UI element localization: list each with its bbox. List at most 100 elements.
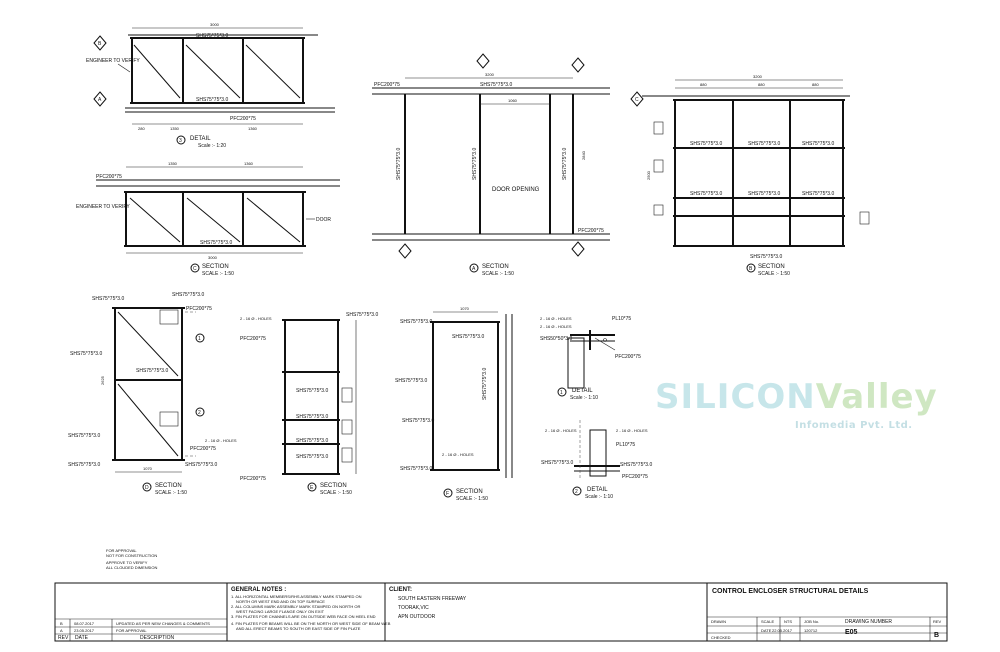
view-title: SECTION	[320, 483, 347, 489]
note-bolts: 2 - 16 Ø - HOLES	[205, 438, 237, 443]
detail-1-view: 2 - 16 Ø - HOLES 2 - 16 Ø - HOLES PL10*7…	[540, 316, 641, 401]
note-bolts: 2 - 16 Ø - HOLES	[240, 316, 272, 321]
view-title: SECTION	[482, 264, 509, 270]
title-block: B 08.07.2017 UPDATED AS PER NEW CHANGES …	[54, 582, 948, 642]
member-label: SHS75*75*3.0	[92, 296, 124, 302]
dim-2500: 2500	[646, 170, 651, 180]
view-scale: SCALE :- 1:50	[482, 271, 514, 277]
section-d-view: 1070 2625 SHS75*75*3.0 SHS75*75*3.0 PFC2…	[68, 292, 237, 496]
svg-text:1070: 1070	[143, 466, 153, 471]
section-e-view: 2 - 16 Ø - HOLES PFC200*75 SHS75*75*3.0 …	[240, 312, 378, 496]
svg-text:1: 1	[198, 336, 201, 342]
dim-1350: 1350	[168, 161, 178, 166]
member-label: SHS50*50*3.0	[540, 336, 572, 342]
view-title: SECTION	[202, 264, 229, 270]
section-marker-icon	[93, 91, 107, 107]
member-label: SHS75*75*3.0	[136, 368, 168, 374]
tb-scale-value: NTS	[784, 619, 792, 624]
detail-bubble-icon	[557, 387, 567, 397]
svg-text:2625: 2625	[100, 375, 105, 385]
detail-number: 3	[179, 138, 182, 144]
svg-text:3200: 3200	[753, 74, 763, 79]
dim-2840: 2840	[581, 150, 586, 160]
member-label: PL10*75	[616, 442, 635, 448]
rev-description: UPDATED AS PER NEW CHANGES & COMMENTS	[116, 621, 210, 626]
svg-text:A: A	[98, 97, 102, 103]
svg-text:1070: 1070	[460, 306, 470, 311]
detail-2-view: 2 - 16 Ø - HOLES 2 - 16 Ø - HOLES PL10*7…	[541, 420, 652, 500]
view-scale: Scale :- 1:10	[570, 395, 598, 401]
note-line: 2. ALL COLUMNS MARK ASSEMBLY MARK STAMPE…	[231, 604, 360, 609]
section-a-view: 3200 1060 2840 DOOR OPENING PFC200*75 SH…	[372, 53, 610, 277]
stamp-text: APPROVE TO VERIFY	[106, 560, 148, 565]
note-line: 4. FIN PLATES FOR BEAMS WILL BE ON THE N…	[231, 621, 391, 626]
detail-number: 1	[560, 390, 563, 396]
view-title: SECTION	[456, 489, 483, 495]
member-label: SHS75*75*3.0	[68, 433, 100, 439]
member-label: SHS75*75*3.0	[172, 292, 204, 298]
rev-header: DATE	[75, 635, 89, 641]
section-letter: F	[446, 491, 449, 497]
member-label: SHS75*75*3.0	[562, 148, 568, 180]
member-label: SHS75*75*3.0	[482, 368, 488, 400]
section-c-view: 1350 1360 3000 PFC200*75 SHS75*75*3.0 EN…	[76, 161, 340, 277]
member-label: PL10*75	[612, 316, 631, 322]
dim-3200: 3200	[485, 72, 495, 77]
member-label: SHS75*75*3.0	[396, 148, 402, 180]
view-scale: SCALE :- 1:50	[155, 490, 187, 496]
rev-date: 23.05.2017	[74, 628, 95, 633]
dim-880: 880	[812, 82, 819, 87]
view-scale: SCALE :- 1:50	[456, 496, 488, 502]
view-scale: SCALE :- 1:50	[320, 490, 352, 496]
member-label: SHS75*75*3.0	[185, 462, 217, 468]
note-line: WEST FACING LARGE FLANGE ONLY ON EXIT	[236, 609, 325, 614]
detail-number: 2	[575, 489, 578, 495]
member-label: PFC200*75	[240, 476, 266, 482]
view-title: DETAIL	[190, 136, 211, 142]
member-label: SHS75*75*3.0	[690, 141, 722, 147]
drawing-title: CONTROL ENCLOSER STRUCTURAL DETAILS	[712, 588, 869, 595]
member-label: SHS75*75*3.0	[346, 312, 378, 318]
tb-checked: CHECKED	[711, 635, 731, 640]
svg-text:C: C	[635, 97, 639, 103]
watermark-logo: SILICONValley	[655, 380, 938, 414]
member-label: SHS75*75*3.0	[296, 454, 328, 460]
member-label: PFC200*75	[190, 446, 216, 452]
section-bubble-icon	[443, 488, 453, 498]
dim-1350: 1350	[170, 126, 180, 131]
section-marker-icon	[398, 243, 412, 259]
rev-code: B	[60, 621, 63, 626]
rev-description: FOR APPROVAL	[116, 628, 147, 633]
member-label: SHS75*75*3.0	[402, 418, 434, 424]
dim-1360: 1360	[244, 161, 254, 166]
section-f-view: 1070 SHS75*75*3.0 SHS75*75*3.0 SHS75*75*…	[395, 306, 513, 502]
svg-text:3000: 3000	[208, 255, 218, 260]
member-label: SHS75*75*3.0	[296, 438, 328, 444]
member-label: PFC200*75	[622, 474, 648, 480]
view-title: SECTION	[758, 264, 785, 270]
view-scale: SCALE :- 1:50	[758, 271, 790, 277]
detail-3-view: 3000 1350 1360 280 SHS75*75*3.0 SHS75*75…	[86, 22, 335, 149]
section-letter: C	[193, 266, 197, 272]
detail-callout-icon	[195, 333, 205, 343]
member-label: SHS75*75*3.0	[472, 148, 478, 180]
note-bolts: 2 - 16 Ø - HOLES	[540, 316, 572, 321]
member-label: SHS75*75*3.0	[395, 378, 427, 384]
view-title: DETAIL	[572, 388, 593, 394]
approval-stamps: FOR APPROVAL NOT FOR CONSTRUCTION APPROV…	[106, 548, 158, 570]
section-marker-icon	[93, 35, 107, 51]
member-label: SHS75*75*3.0	[802, 141, 834, 147]
view-scale: Scale :- 1:10	[585, 494, 613, 500]
note-bolts: 2 - 16 Ø - HOLES	[545, 428, 577, 433]
member-label: SHS75*75*3.0	[748, 191, 780, 197]
view-scale: SCALE :- 1:50	[202, 271, 234, 277]
member-label: PFC200*75	[186, 306, 212, 312]
client-label: CLIENT:	[389, 587, 412, 593]
section-letter: E	[310, 485, 314, 491]
svg-text:B: B	[98, 41, 102, 47]
section-marker-icon	[571, 57, 585, 73]
note-bolts: 2 - 16 Ø - HOLES	[442, 452, 474, 457]
client-line: APN OUTDOOR	[398, 614, 436, 620]
